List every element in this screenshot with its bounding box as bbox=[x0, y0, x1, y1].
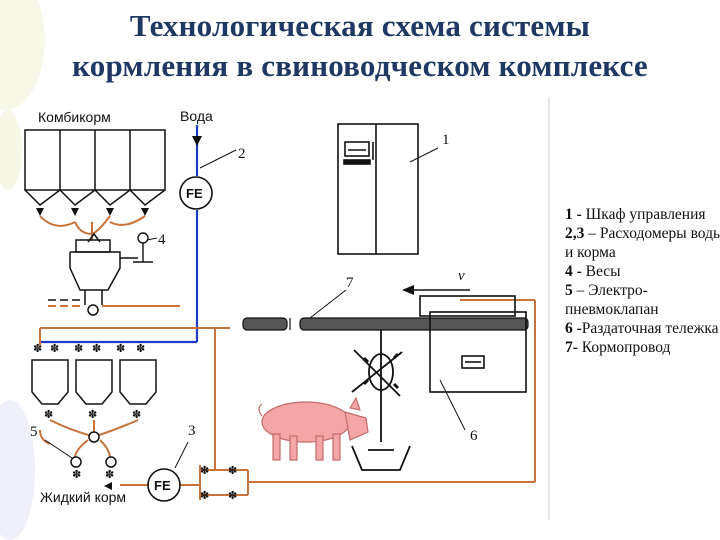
svg-text:✽: ✽ bbox=[88, 408, 97, 421]
callout-2: 2 bbox=[238, 146, 246, 162]
svg-text:✽: ✽ bbox=[72, 468, 81, 481]
feed-label: Комбикорм bbox=[38, 109, 111, 125]
water-flowmeter: FE bbox=[179, 176, 213, 210]
svg-text:✽: ✽ bbox=[92, 342, 101, 355]
svg-text:✽: ✽ bbox=[33, 342, 42, 355]
legend-item: 5 – Электро-пневмоклапан bbox=[565, 282, 659, 318]
svg-text:✽: ✽ bbox=[200, 489, 209, 502]
liquid-feed-line bbox=[120, 465, 249, 500]
svg-text:✽: ✽ bbox=[136, 342, 145, 355]
legend-item: 7- Кормопровод bbox=[565, 339, 671, 356]
callout-4: 4 bbox=[158, 232, 166, 248]
pig-illustration bbox=[258, 396, 369, 461]
svg-text:✽: ✽ bbox=[132, 408, 141, 421]
return-feed-line bbox=[215, 299, 536, 483]
mixing-tanks bbox=[31, 359, 157, 405]
svg-text:✽: ✽ bbox=[116, 342, 125, 355]
distribution-trolley bbox=[419, 295, 527, 393]
callout-1: 1 bbox=[442, 132, 450, 148]
valve-row-top: ✽ ✽ ✽ ✽ ✽ ✽ bbox=[33, 342, 145, 355]
legend-item: 4 - Весы bbox=[565, 263, 621, 280]
callout-1-line bbox=[409, 147, 439, 163]
callout-6-line bbox=[439, 379, 466, 431]
spreader-blade-marks bbox=[362, 352, 400, 390]
svg-text:✽: ✽ bbox=[228, 489, 237, 502]
callout-5-line bbox=[44, 439, 73, 459]
feed-silo-bank bbox=[24, 129, 166, 206]
valve-symbols-lower: ✽✽ bbox=[72, 468, 114, 481]
callout-7: 7 bbox=[346, 275, 354, 291]
feed-distribution-line bbox=[39, 327, 216, 470]
hopper-valve bbox=[87, 304, 99, 316]
weighing-hopper bbox=[69, 232, 121, 305]
slide-title: Технологическая схема системы кормления … bbox=[0, 6, 720, 86]
svg-text:✽: ✽ bbox=[50, 342, 59, 355]
svg-text:✽: ✽ bbox=[200, 464, 209, 477]
legend-item: 6 -Раздаточная тележка bbox=[565, 320, 719, 337]
callout-7-line bbox=[309, 289, 347, 319]
liquid-feed-label: Жидкий корм bbox=[40, 489, 126, 505]
svg-text:✽: ✽ bbox=[44, 408, 53, 421]
callout-4-line bbox=[146, 237, 158, 241]
feed-pipeline bbox=[242, 317, 529, 331]
callout-3: 3 bbox=[188, 423, 196, 439]
valve-row-bottom: ✽ ✽ ✽ bbox=[44, 408, 141, 421]
velocity-label: v bbox=[458, 268, 465, 284]
legend-item: 2,3 – Расходомеры воды и корма bbox=[565, 225, 720, 261]
velocity-arrow bbox=[402, 285, 470, 295]
svg-text:✽: ✽ bbox=[228, 464, 237, 477]
water-arrow bbox=[192, 136, 202, 146]
control-cabinet bbox=[337, 123, 419, 255]
tank-outlet-pipes bbox=[39, 419, 139, 459]
title-line-2: кормления в свиноводческом комплексе bbox=[72, 48, 648, 83]
callout-5: 5 bbox=[30, 424, 38, 440]
scale-symbol bbox=[120, 232, 153, 263]
electro-pneumatic-valves bbox=[70, 456, 117, 468]
silo-outlet-arrows bbox=[36, 208, 149, 216]
svg-text:✽: ✽ bbox=[74, 342, 83, 355]
title-line-1: Технологическая схема системы bbox=[129, 8, 591, 43]
feed-flowmeter-label: FE bbox=[154, 478, 171, 493]
pump-node bbox=[88, 431, 100, 443]
water-label: Вода bbox=[180, 108, 213, 124]
callout-6: 6 bbox=[470, 428, 478, 444]
water-line bbox=[40, 125, 199, 344]
liquid-feed-arrow bbox=[104, 482, 112, 490]
valve-symbols-right: ✽ ✽ ✽ ✽ bbox=[200, 464, 237, 502]
water-flowmeter-label: FE bbox=[186, 186, 203, 201]
legend-item: 1 - Шкаф управления bbox=[565, 206, 706, 223]
svg-text:✽: ✽ bbox=[105, 468, 114, 481]
legend: 1 - Шкаф управления 2,3 – Расходомеры во… bbox=[565, 205, 720, 357]
feed-flowmeter: FE bbox=[147, 468, 181, 502]
callout-2-line bbox=[199, 149, 237, 169]
spreader-agitator bbox=[351, 330, 411, 471]
callout-3-line bbox=[174, 441, 189, 469]
